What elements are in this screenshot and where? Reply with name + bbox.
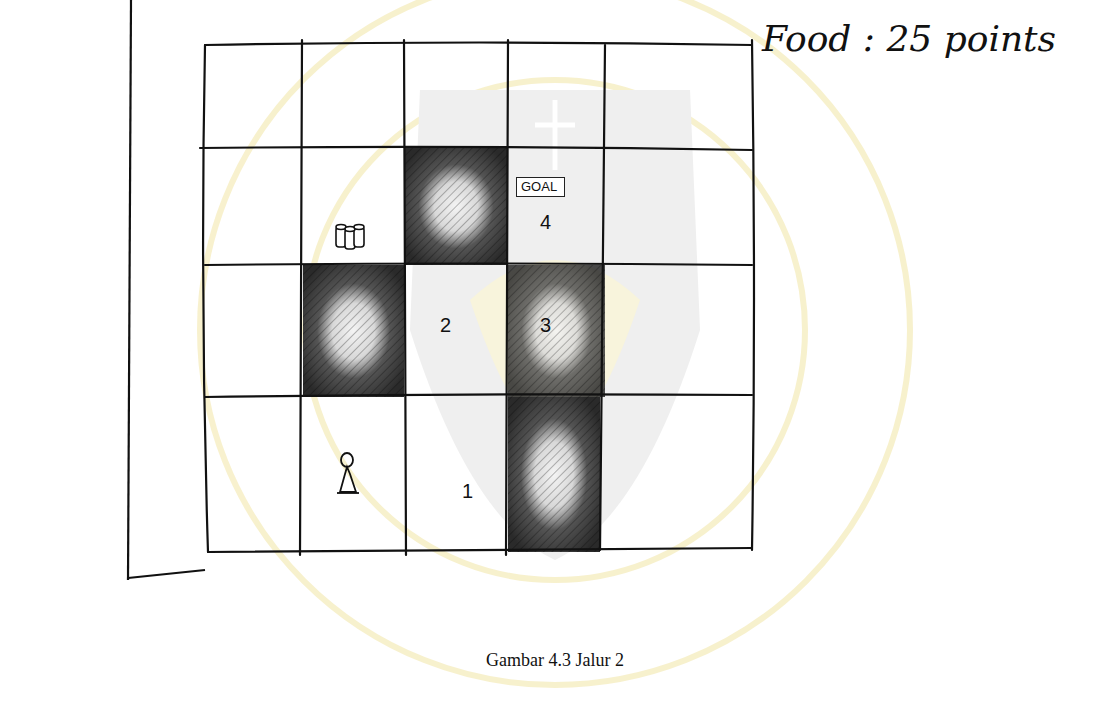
figure-caption: Gambar 4.3 Jalur 2 [486,650,624,671]
cell-number: 4 [540,211,551,234]
goal-text: GOAL [521,179,560,194]
cell-number: 1 [462,480,473,503]
obstacle-cells [303,148,605,552]
cell-number: 2 [440,314,451,337]
goal-box: GOAL [516,177,565,197]
note-text: Food : 25 points [762,18,1056,59]
frame-lines [128,0,205,580]
grid-lines [200,40,754,555]
watermark-emblem [200,0,910,685]
player-icon [337,453,359,493]
cell-number: 3 [540,314,551,337]
food-icon [336,225,364,250]
